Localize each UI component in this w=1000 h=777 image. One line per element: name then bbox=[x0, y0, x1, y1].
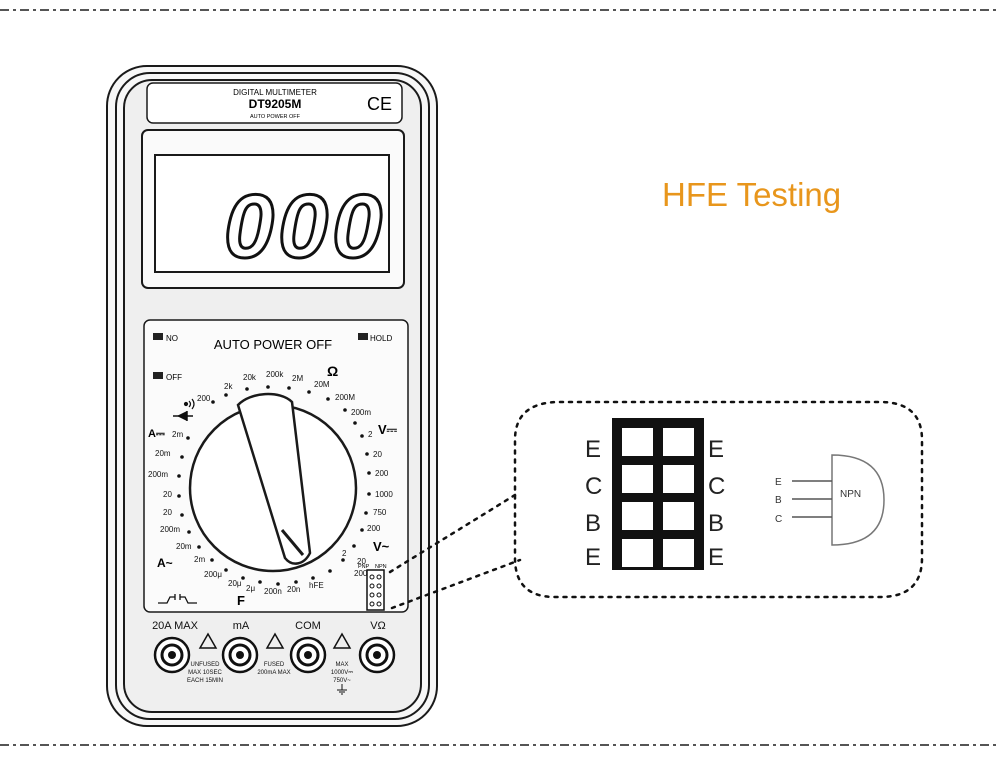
dial-label-200m-adc: 200m bbox=[148, 470, 168, 479]
lcd-readout: 000 bbox=[224, 177, 386, 277]
a-ac-symbol: A~ bbox=[157, 556, 173, 570]
jack-labels: 20A MAX mA COM VΩ bbox=[152, 620, 386, 632]
nameplate bbox=[146, 82, 403, 124]
dial-label-20-vac: 20 bbox=[357, 557, 366, 566]
warn-v-line3: 750V~ bbox=[333, 678, 351, 684]
dial-label-20-aac: 20 bbox=[163, 508, 172, 517]
right-pin-c: C bbox=[708, 473, 725, 500]
dial-label-200k: 200k bbox=[266, 370, 284, 379]
jack-label-ma: mA bbox=[233, 620, 250, 632]
dial-label-20M: 20M bbox=[314, 380, 330, 389]
dial-label-200n: 200n bbox=[264, 587, 282, 596]
dial-label-hfe: hFE bbox=[309, 581, 324, 590]
dial-label-20u: 20μ bbox=[228, 579, 242, 588]
a-dc-symbol: A⎓ bbox=[148, 428, 165, 440]
left-pin-e-top: E bbox=[585, 436, 601, 463]
ce-mark: CE bbox=[367, 94, 392, 114]
jack-label-20a: 20A MAX bbox=[152, 620, 199, 632]
dial-label-200m-vac: 200m bbox=[354, 569, 374, 578]
transistor-pin-e: E bbox=[775, 477, 782, 488]
dial-label-2m-aac: 2m bbox=[194, 555, 205, 564]
warn-ma-line2: 200mA MAX bbox=[257, 670, 290, 676]
diode-icon bbox=[173, 411, 193, 421]
right-pin-e-bottom: E bbox=[708, 544, 724, 571]
dial-label-200: 200 bbox=[197, 394, 211, 403]
warn-20a-line2: MAX 10SEC bbox=[188, 670, 222, 676]
socket-pnp-label: PNP bbox=[358, 564, 370, 570]
off-label: OFF bbox=[166, 373, 182, 382]
dial-label-1000: 1000 bbox=[375, 490, 393, 499]
dial-label-2-vac: 2 bbox=[342, 549, 347, 558]
brand-line: DIGITAL MULTIMETER bbox=[233, 88, 317, 97]
dial-tick-dots bbox=[177, 385, 371, 586]
dial-label-20m-adc: 20m bbox=[155, 449, 171, 458]
no-label: NO bbox=[166, 334, 178, 343]
hfe-testing-heading: HFE Testing bbox=[662, 176, 842, 213]
dial-label-20n: 20n bbox=[287, 585, 300, 594]
model-name: DT9205M bbox=[249, 97, 302, 111]
dial-label-20-vdc: 20 bbox=[373, 450, 382, 459]
buzzer-icon bbox=[183, 398, 195, 410]
dial-label-2-vdc: 2 bbox=[368, 430, 373, 439]
warn-v-line2: 1000V⎓ bbox=[331, 670, 353, 676]
off-button[interactable] bbox=[153, 372, 163, 379]
dial-label-20-adc2: 20 bbox=[163, 490, 172, 499]
jack-label-vohm: VΩ bbox=[370, 620, 386, 632]
warn-20a-line1: UNFUSED bbox=[190, 662, 220, 668]
jack-com[interactable] bbox=[289, 636, 327, 674]
hfe-socket-small: PNP NPN bbox=[358, 564, 387, 611]
v-ac-symbol: V~ bbox=[373, 539, 390, 554]
jack-ma[interactable] bbox=[221, 636, 259, 674]
right-pin-b: B bbox=[708, 510, 724, 537]
zoom-leader-upper bbox=[388, 493, 517, 574]
dial-label-200-vac: 200 bbox=[367, 524, 381, 533]
capacitor-test-icon bbox=[158, 594, 197, 604]
socket-npn-label: NPN bbox=[375, 564, 387, 570]
dial-label-2u: 2μ bbox=[246, 584, 255, 593]
hold-button[interactable] bbox=[358, 333, 368, 340]
left-pin-c: C bbox=[585, 473, 602, 500]
hold-label: HOLD bbox=[370, 334, 392, 343]
rotary-dial[interactable] bbox=[188, 392, 358, 573]
jack-label-com: COM bbox=[295, 620, 321, 632]
transistor-type: NPN bbox=[840, 489, 861, 500]
no-button[interactable] bbox=[153, 333, 163, 340]
lcd-screen bbox=[154, 154, 390, 273]
right-pin-e-top: E bbox=[708, 436, 724, 463]
hfe-socket-enlarged bbox=[612, 418, 704, 570]
warning-icon bbox=[198, 632, 352, 649]
npn-transistor-icon bbox=[792, 454, 885, 546]
dial-label-20k: 20k bbox=[243, 373, 257, 382]
transistor-pin-b: B bbox=[775, 495, 782, 506]
dial-label-2m-adc: 2m bbox=[172, 430, 183, 439]
left-pin-e-bottom: E bbox=[585, 544, 601, 571]
dial-label-2k: 2k bbox=[224, 382, 233, 391]
panel-auto-power-off: AUTO POWER OFF bbox=[214, 337, 332, 352]
farad-symbol: F bbox=[237, 593, 245, 608]
warn-20a-line3: EACH 15MIN bbox=[187, 678, 223, 684]
transistor-pin-c: C bbox=[775, 514, 782, 525]
dial-label-20m-aac: 20m bbox=[176, 542, 192, 551]
dial-label-200m-vdc: 200m bbox=[351, 408, 371, 417]
dial-label-200-vdc: 200 bbox=[375, 469, 389, 478]
jack-vohm[interactable] bbox=[358, 636, 396, 674]
dial-label-2M: 2M bbox=[292, 374, 303, 383]
jack-20a[interactable] bbox=[153, 636, 191, 674]
ohm-symbol: Ω bbox=[327, 363, 338, 379]
dial-label-750: 750 bbox=[373, 508, 387, 517]
dial-label-200M: 200M bbox=[335, 393, 355, 402]
dial-label-200m-aac: 200m bbox=[160, 525, 180, 534]
v-dc-symbol: V⎓ bbox=[378, 422, 398, 437]
ground-icon bbox=[337, 684, 347, 695]
zoom-callout-bubble bbox=[513, 400, 924, 599]
dial-label-200u: 200μ bbox=[204, 570, 222, 579]
left-pin-b: B bbox=[585, 510, 601, 537]
warn-v-line1: MAX bbox=[335, 662, 348, 668]
warn-ma-line1: FUSED bbox=[264, 662, 285, 668]
auto-power-off-small: AUTO POWER OFF bbox=[250, 114, 301, 120]
